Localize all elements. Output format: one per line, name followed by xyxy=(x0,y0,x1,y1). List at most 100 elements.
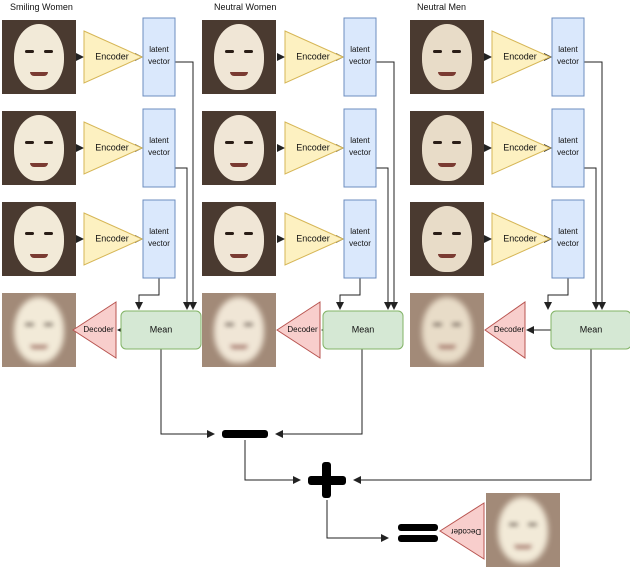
latent-label-line1: latent xyxy=(558,136,578,145)
arrow-plus-to-equals xyxy=(326,500,389,542)
latent-label-line1: latent xyxy=(558,227,578,236)
smiling-women-face-1 xyxy=(2,20,76,94)
latent-label-line2: vector xyxy=(557,57,579,66)
mean-label: Mean xyxy=(150,324,173,334)
face-mouth xyxy=(230,72,248,76)
latent-box xyxy=(343,108,377,188)
face-eye xyxy=(452,232,461,235)
result-decoder: Decoder xyxy=(439,502,485,560)
mean-label: Mean xyxy=(580,324,603,334)
decoder-shape xyxy=(439,502,485,560)
face-skin xyxy=(14,24,64,90)
neutral-women-face-1 xyxy=(202,20,276,94)
neutral-women-encoder-2: Encoder xyxy=(284,121,345,175)
latent-label-line2: vector xyxy=(148,148,170,157)
latent-label-line1: latent xyxy=(350,227,370,236)
equals-operator-bottom xyxy=(398,535,438,542)
smiling-women-face-2 xyxy=(2,111,76,185)
latent-label-line2: vector xyxy=(349,57,371,66)
arrow-neutral-men-mean-to-plus xyxy=(353,349,592,484)
neutral-men-latent-3: latent vector xyxy=(551,199,585,279)
face-eye xyxy=(528,523,537,526)
encoder-shape xyxy=(491,212,552,266)
face-eye xyxy=(433,323,442,326)
face-eye xyxy=(25,141,34,144)
encoder-label: Encoder xyxy=(503,233,537,243)
face-skin xyxy=(422,297,472,363)
latent-label-line2: vector xyxy=(557,239,579,248)
neutral-women-mean: Mean xyxy=(322,310,404,350)
face-eye xyxy=(44,50,53,53)
latent-label-line1: latent xyxy=(350,45,370,54)
latent-label-line1: latent xyxy=(350,136,370,145)
neutral-women-decoder: Decoder xyxy=(276,301,321,359)
latent-label-line1: latent xyxy=(149,136,169,145)
smiling-women-latent-2: latent vector xyxy=(142,108,176,188)
neutral-men-face-3 xyxy=(410,202,484,276)
face-eye xyxy=(244,232,253,235)
encoder-shape xyxy=(491,121,552,175)
neutral-men-encoder-2: Encoder xyxy=(491,121,552,175)
column-title-neutral-men: Neutral Men xyxy=(417,2,467,12)
face-mouth xyxy=(230,345,248,349)
latent-label-line1: latent xyxy=(149,45,169,54)
face-eye xyxy=(44,232,53,235)
face-eye xyxy=(433,232,442,235)
encoder-label: Encoder xyxy=(95,233,129,243)
neutral-women-encoder-3: Encoder xyxy=(284,212,345,266)
mean-box xyxy=(550,310,630,350)
minus-operator xyxy=(222,430,268,438)
neutral-men-encoder-3: Encoder xyxy=(491,212,552,266)
face-eye xyxy=(44,323,53,326)
latent-label-line2: vector xyxy=(557,148,579,157)
neutral-women-latent-3: latent vector xyxy=(343,199,377,279)
decoder-shape xyxy=(72,301,117,359)
neutral-men-decoded-face xyxy=(410,293,484,367)
face-eye xyxy=(225,323,234,326)
arrow-latent2-to-mean xyxy=(376,167,392,310)
decoder-shape xyxy=(276,301,321,359)
column-title-smiling-women: Smiling Women xyxy=(10,2,73,12)
face-mouth xyxy=(30,163,48,167)
face-skin xyxy=(422,115,472,181)
face-skin xyxy=(14,297,64,363)
neutral-women-face-3 xyxy=(202,202,276,276)
arrow-latent1-to-mean xyxy=(175,61,197,310)
face-skin xyxy=(214,297,264,363)
neutral-men-mean: Mean xyxy=(550,310,630,350)
neutral-women-face-2 xyxy=(202,111,276,185)
face-eye xyxy=(244,141,253,144)
face-eye xyxy=(44,141,53,144)
smiling-women-decoder: Decoder xyxy=(72,301,117,359)
face-mouth xyxy=(514,545,532,549)
smiling-women-decoded-face xyxy=(2,293,76,367)
neutral-women-decoded-face xyxy=(202,293,276,367)
encoder-shape xyxy=(83,212,144,266)
arrow-latent3-to-mean xyxy=(135,276,160,310)
encoder-label: Encoder xyxy=(296,51,330,61)
encoder-label: Encoder xyxy=(296,233,330,243)
encoder-shape xyxy=(284,121,345,175)
arrow-latent3-to-mean xyxy=(544,276,569,310)
smiling-women-mean: Mean xyxy=(120,310,202,350)
arrow-latent2-to-mean xyxy=(584,167,600,310)
latent-label-line2: vector xyxy=(349,239,371,248)
face-mouth xyxy=(230,163,248,167)
latent-label-line1: latent xyxy=(149,227,169,236)
equals-operator-top xyxy=(398,524,438,531)
mean-label: Mean xyxy=(352,324,375,334)
face-eye xyxy=(25,232,34,235)
decoder-label: Decoder xyxy=(83,325,114,334)
neutral-men-encoder-1: Encoder xyxy=(491,30,552,84)
face-eye xyxy=(433,50,442,53)
encoder-shape xyxy=(284,30,345,84)
latent-box xyxy=(551,108,585,188)
encoder-shape xyxy=(83,121,144,175)
smiling-women-encoder-3: Encoder xyxy=(83,212,144,266)
arrow-minus-to-plus xyxy=(244,440,301,484)
latent-label-line2: vector xyxy=(148,57,170,66)
face-eye xyxy=(225,232,234,235)
face-mouth xyxy=(30,254,48,258)
latent-box xyxy=(343,199,377,279)
